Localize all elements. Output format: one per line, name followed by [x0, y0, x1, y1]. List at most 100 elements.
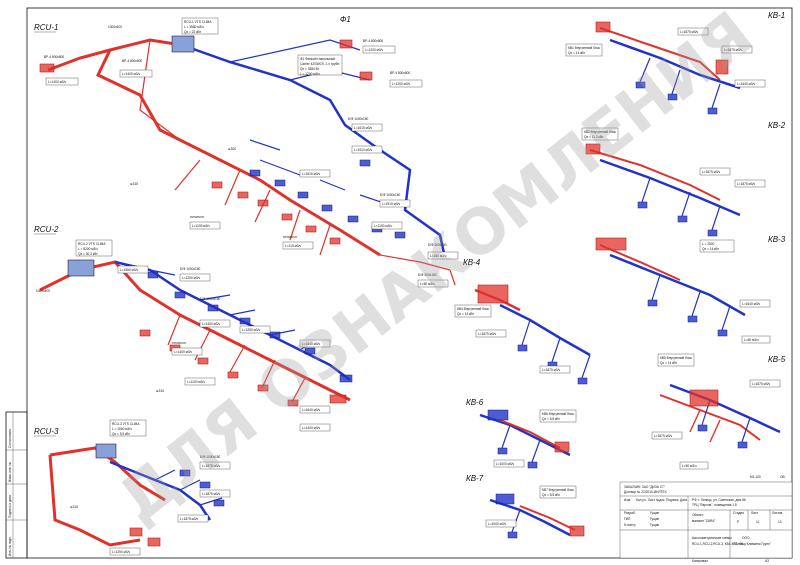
- kv1-system: КВ1 Внутренний блок Qх = 14 кВт L=1875 м…: [565, 21, 766, 115]
- flow-label: L=1615 м3/ч: [302, 172, 320, 176]
- flow-label: L=1875 м3/ч: [702, 170, 720, 174]
- param-label: Qх = 30,3 кВт: [78, 252, 98, 256]
- note-label: потолочн.: [190, 215, 205, 219]
- title-sheets: 13: [778, 520, 782, 524]
- kv4-system: КВ4 Внутренний блок Qх = 14 кВт L=1875 м…: [454, 284, 591, 385]
- title-copied: Копировал: [692, 559, 708, 563]
- param-label: L = 1500 м3/ч: [112, 427, 132, 431]
- param-label: L = 2500: [702, 242, 715, 246]
- section-title-k7: КВ-7: [466, 474, 484, 483]
- unit-label: КВ6 Внутренний блок: [542, 412, 574, 416]
- flow-label: L=1190 м3/ч: [374, 224, 392, 228]
- flow-label: L=1200 м3/ч: [365, 48, 383, 52]
- duct-label: 1000x400: [36, 289, 50, 293]
- kv2-system: КВ2 Внутренний блок Qх = 11,2 кВт L=1875…: [581, 127, 766, 237]
- side-stamp: [5, 411, 28, 559]
- flow-label: L=1000 м3/ч: [496, 462, 514, 466]
- param-label: Carrier 42GWC9, 2-х трубн.: [300, 62, 340, 66]
- duct-label: Б/Ф 1000x150: [380, 193, 401, 197]
- duct-label: Б/Ф 1000x150: [200, 297, 221, 301]
- flow-label: L=1875 м3/ч: [654, 434, 672, 438]
- rcu3-system: RCU-3 VTS CLIMA L = 1500 м3/ч Qх = 5,5 к…: [48, 419, 231, 556]
- param-label: Qх = 22 кВт: [184, 30, 202, 34]
- scale-label: М1:100: [750, 475, 761, 479]
- flow-label: L=1200 м3/ч: [392, 82, 410, 86]
- title-sheets-head: Листов: [772, 511, 783, 515]
- param-label: L = 3580 м3/ч: [184, 25, 204, 29]
- side-label: Подпись и дата: [8, 495, 12, 518]
- title-sheet-name: Аксонометрические схемы: [692, 536, 732, 540]
- duct-label: Б/Ф 1000x150: [200, 455, 221, 459]
- title-block: ЗАКАЗЧИК: ЗАО "ДИЗА СТ" Договор № 22/201…: [619, 475, 793, 563]
- title-role: Изм.: [624, 498, 631, 502]
- side-label: Инв. № подл.: [8, 536, 12, 556]
- flow-label: L=1875 м3/ч: [180, 517, 198, 521]
- elev-label: ⊕315: [70, 505, 78, 509]
- title-role: ГИП: [624, 517, 631, 521]
- param-label: Qх = 14 кВт: [457, 312, 475, 316]
- kv3-system: L = 2500 Qх = 14 кВт L=1640 м3/ч L=50 м3…: [595, 237, 771, 344]
- duct-label: Б/Ф 1000x150: [348, 117, 369, 121]
- section-title-k5: КВ-5: [768, 355, 786, 364]
- unit-label: RCU-1 VTS CLIMA: [184, 20, 212, 24]
- title-sheet: 11: [756, 520, 760, 524]
- title-address: РФ, г. Липецк, ул. Советская, дом 66: [692, 498, 746, 502]
- title-format: А3: [765, 559, 769, 563]
- kv6-system: КВ6 Внутренний блок Qх = 8,5 кВт L=1000 …: [479, 409, 577, 469]
- unit-label: КВ5 Внутренний блок: [660, 356, 692, 360]
- section-title-f1: Ф1: [340, 15, 351, 24]
- section-title-rcu1: RCU-1: [34, 23, 58, 32]
- title-role: №док.: [656, 498, 665, 502]
- title-role: Дата: [680, 498, 687, 502]
- flow-label: L=50 м3/ч: [420, 282, 435, 286]
- kv7-system: КВ7 Внутренний блок Qх = 8,5 кВт L=1000 …: [485, 485, 585, 539]
- flow-label: L=1550 м3/ч: [120, 268, 138, 272]
- flow-label: L=1640 м3/ч: [737, 82, 755, 86]
- title-stage: Р: [737, 520, 739, 524]
- param-label: L = 1200 м3/ч: [300, 72, 320, 76]
- flow-label: L=1640 м3/ч: [302, 342, 320, 346]
- title-role: Н.контр.: [624, 523, 636, 527]
- unit-label: RCU-3 VTS CLIMA: [112, 422, 140, 426]
- flow-label: L=1875 м3/ч: [737, 182, 755, 186]
- flow-label: L=50 м3/ч: [682, 464, 697, 468]
- param-label: Qх = 8,5 кВт: [542, 493, 560, 497]
- unit-label: RCU-2 VTS CLIMA: [78, 242, 106, 246]
- duct-label: ВР-4 800х800: [122, 59, 142, 63]
- flow-label: L=1875 м3/ч: [680, 30, 698, 34]
- duct-label: Б/Ф 1000x150: [180, 267, 201, 271]
- rcu1-system: RCU-1 VTS CLIMA L = 3580 м3/ч Qх = 22 кВ…: [39, 17, 459, 288]
- section-title-k6: КВ-6: [466, 398, 484, 407]
- flow-label: L=1100 м3/ч: [187, 380, 205, 384]
- flow-label: L=1875 м3/ч: [752, 382, 770, 386]
- flow-label: L=1250 м3/ч: [242, 328, 260, 332]
- unit-label: Ф1 Фэнкойл напольный: [300, 57, 335, 61]
- watermark: ДЛЯ ОЗНАКОМЛЕНИЯ: [104, 0, 766, 537]
- duct-label: ВР-4 800х800: [44, 55, 64, 59]
- title-role: Кол.уч.: [636, 498, 647, 502]
- section-title-k4: КВ-4: [463, 258, 481, 267]
- title-role: Лист: [648, 498, 655, 502]
- param-label: L = 8200 м3/ч: [78, 247, 98, 251]
- section-title-rcu3: RCU-3: [34, 427, 59, 436]
- flow-label: L=1875 м3/ч: [202, 464, 220, 468]
- title-name: Гущин: [650, 511, 660, 515]
- flow-label: L=1000 м3/ч: [488, 522, 506, 526]
- note-label: потолочн.: [172, 341, 187, 345]
- note-label: потолочн.: [283, 235, 298, 239]
- flow-label: L=1250 м3/ч: [112, 550, 130, 554]
- title-name: Гущин: [650, 523, 660, 527]
- title-name: Гущин: [650, 517, 660, 521]
- param-label: Qх = 5,5 кВт: [112, 432, 130, 436]
- unit-label: КВ4 Внутренний блок: [457, 307, 489, 311]
- duct-label: 1000x400: [108, 25, 122, 29]
- title-sheet-name-2: RCU-1,RCU-2,RCU-3, КВ1-КВ7, Ф1: [692, 542, 744, 546]
- elev-label: ⊕315: [156, 389, 164, 393]
- drawing-frame: [26, 7, 793, 559]
- flow-label: L=1875 м3/ч: [542, 368, 560, 372]
- flow-label: L=1400 м3/ч: [174, 350, 192, 354]
- title-role: Подпись: [666, 498, 679, 502]
- title-stage-head: Стадия: [733, 511, 744, 515]
- title-sheet-head: Лист: [751, 511, 758, 515]
- duct-label: Б/Ф 300x150: [428, 243, 447, 247]
